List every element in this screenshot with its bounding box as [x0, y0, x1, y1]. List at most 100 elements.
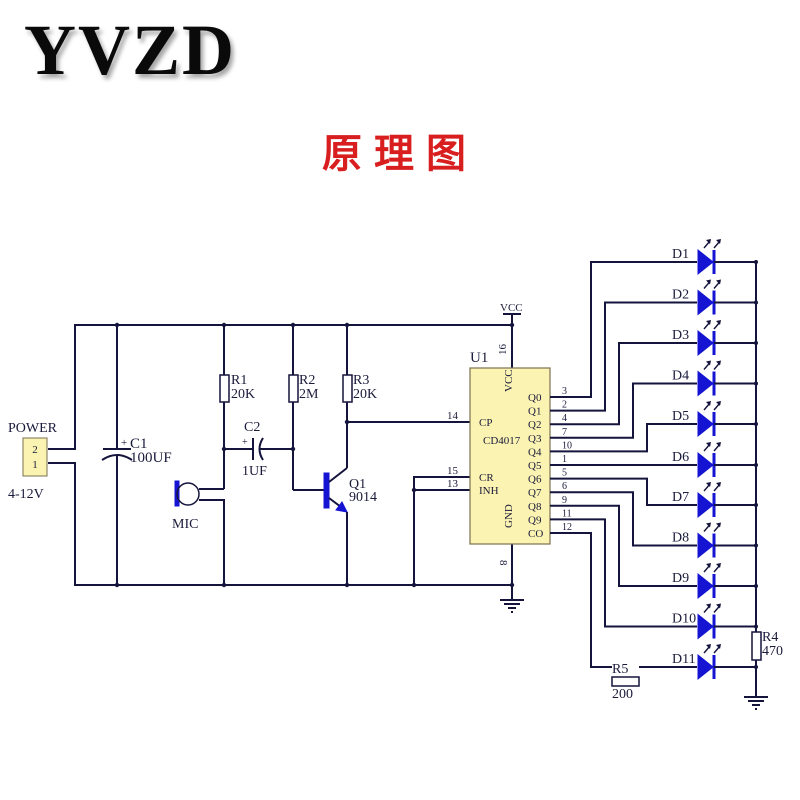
- led-d3: D3: [672, 320, 758, 357]
- u1-pin-num-4: 4: [562, 413, 567, 424]
- arrowhead: [716, 522, 721, 528]
- u1-ref: U1: [470, 350, 488, 366]
- wire-q8-d9: [550, 504, 697, 587]
- u1-pin-name-q7: Q7: [528, 487, 542, 499]
- arrowhead: [716, 279, 721, 285]
- u1-pin-name-cr: CR: [479, 472, 494, 484]
- led-label: D11: [672, 652, 696, 667]
- led-d8: D8: [672, 522, 758, 559]
- u1-vcc-pin-name: VCC: [503, 369, 515, 392]
- power-connector: 2 1: [22, 437, 48, 477]
- u1-pin-name-q9: Q9: [528, 514, 542, 526]
- u1-pin-num-3: 3: [562, 386, 567, 397]
- u1-gnd-pin-name: GND: [503, 504, 515, 528]
- u1-pin-num-14: 14: [447, 410, 459, 422]
- arrowhead: [706, 563, 711, 568]
- led-triangle: [697, 532, 714, 559]
- led-d10: D10: [672, 603, 758, 640]
- u1-pin-num-9: 9: [562, 495, 567, 506]
- arrowhead: [706, 522, 711, 528]
- arrowhead: [716, 482, 721, 487]
- u1-pin-name-q4: Q4: [528, 446, 542, 458]
- u1-pin-num-13: 13: [447, 478, 459, 490]
- led-label: D6: [672, 450, 689, 465]
- brand-logo: YVZD: [24, 10, 237, 90]
- arrowhead: [716, 442, 721, 447]
- c2-value: 1UF: [242, 464, 267, 479]
- r5-value: 200: [612, 687, 633, 702]
- u1-pin-num-10: 10: [562, 440, 572, 451]
- arrowhead: [706, 320, 711, 325]
- arrowhead: [706, 644, 711, 649]
- arrowhead: [706, 442, 711, 447]
- led-triangle: [697, 329, 714, 357]
- led-triangle: [697, 613, 714, 640]
- r3-value: 20K: [353, 387, 377, 402]
- wire-q3-d4: [550, 382, 697, 439]
- power-label: POWER: [8, 421, 58, 436]
- arrowhead: [716, 320, 721, 325]
- u1-pin-name-q6: Q6: [528, 474, 542, 486]
- led-label: D1: [672, 247, 689, 262]
- wire-q2-d3: [550, 342, 697, 426]
- capacitor-c2: [224, 437, 293, 461]
- led-label: D3: [672, 328, 689, 343]
- arrowhead: [706, 239, 711, 244]
- power-voltage: 4-12V: [8, 487, 44, 502]
- wire-q4-d5: [550, 423, 697, 453]
- led-d4: D4: [672, 360, 758, 397]
- resistor-r2: [288, 322, 326, 491]
- u1-pin-num-6: 6: [562, 481, 567, 492]
- u1-pin-num-12: 12: [562, 522, 572, 533]
- power-pin-1: 1: [32, 459, 38, 471]
- u1-pin-num-11: 11: [562, 508, 572, 519]
- bottom-rail: [48, 462, 512, 586]
- led-d5: D5: [672, 401, 758, 438]
- arrowhead: [716, 644, 721, 649]
- u1-pin-name-q1: Q1: [528, 406, 541, 418]
- wire-q9-d10: [550, 518, 697, 628]
- cathode-bus: [744, 262, 768, 710]
- wire-q1-d2: [550, 301, 697, 412]
- r4-ref: R4: [762, 630, 778, 645]
- u1-pin-name-q0: Q0: [528, 392, 542, 404]
- wire-q7-d8: [550, 491, 697, 547]
- r4-value: 470: [762, 644, 783, 659]
- u1-pin-name-q8: Q8: [528, 501, 542, 513]
- led-d9: D9: [672, 563, 758, 600]
- microphone: [174, 480, 225, 585]
- c1-polarity: +: [121, 437, 127, 449]
- arrowhead: [716, 563, 721, 568]
- led-triangle: [697, 491, 714, 519]
- led-d2: D2: [672, 279, 758, 316]
- r1-ref: R1: [231, 373, 247, 388]
- arrowhead: [706, 603, 711, 609]
- power-pin-2: 2: [32, 444, 38, 456]
- led-d1: D1: [672, 239, 758, 276]
- q1-value: 9014: [349, 490, 377, 505]
- arrowhead: [716, 401, 721, 406]
- u1-pin-name-q5: Q5: [528, 460, 542, 472]
- u1-pin-name-q2: Q2: [528, 419, 541, 431]
- led-triangle: [697, 248, 714, 276]
- led-triangle: [697, 572, 714, 600]
- c2-ref: C2: [244, 420, 260, 435]
- c1-value: 100UF: [130, 450, 172, 466]
- mic-label: MIC: [172, 517, 198, 532]
- led-label: D4: [672, 369, 689, 384]
- u1-part: CD4017: [483, 435, 521, 447]
- ic-u1: [469, 367, 551, 545]
- r2-value: 2M: [299, 387, 319, 402]
- u1-pin-name-inh: INH: [479, 485, 499, 497]
- capacitor-c1: [101, 322, 133, 588]
- q1-ref: Q1: [349, 477, 366, 492]
- led-d11: D11: [672, 644, 758, 681]
- resistor-r3: [342, 322, 470, 468]
- arrowhead: [716, 603, 721, 609]
- arrowhead: [716, 360, 721, 366]
- vcc-label: VCC: [500, 302, 523, 314]
- resistor-r1: [219, 322, 230, 588]
- schematic-title: 原理图: [322, 131, 478, 177]
